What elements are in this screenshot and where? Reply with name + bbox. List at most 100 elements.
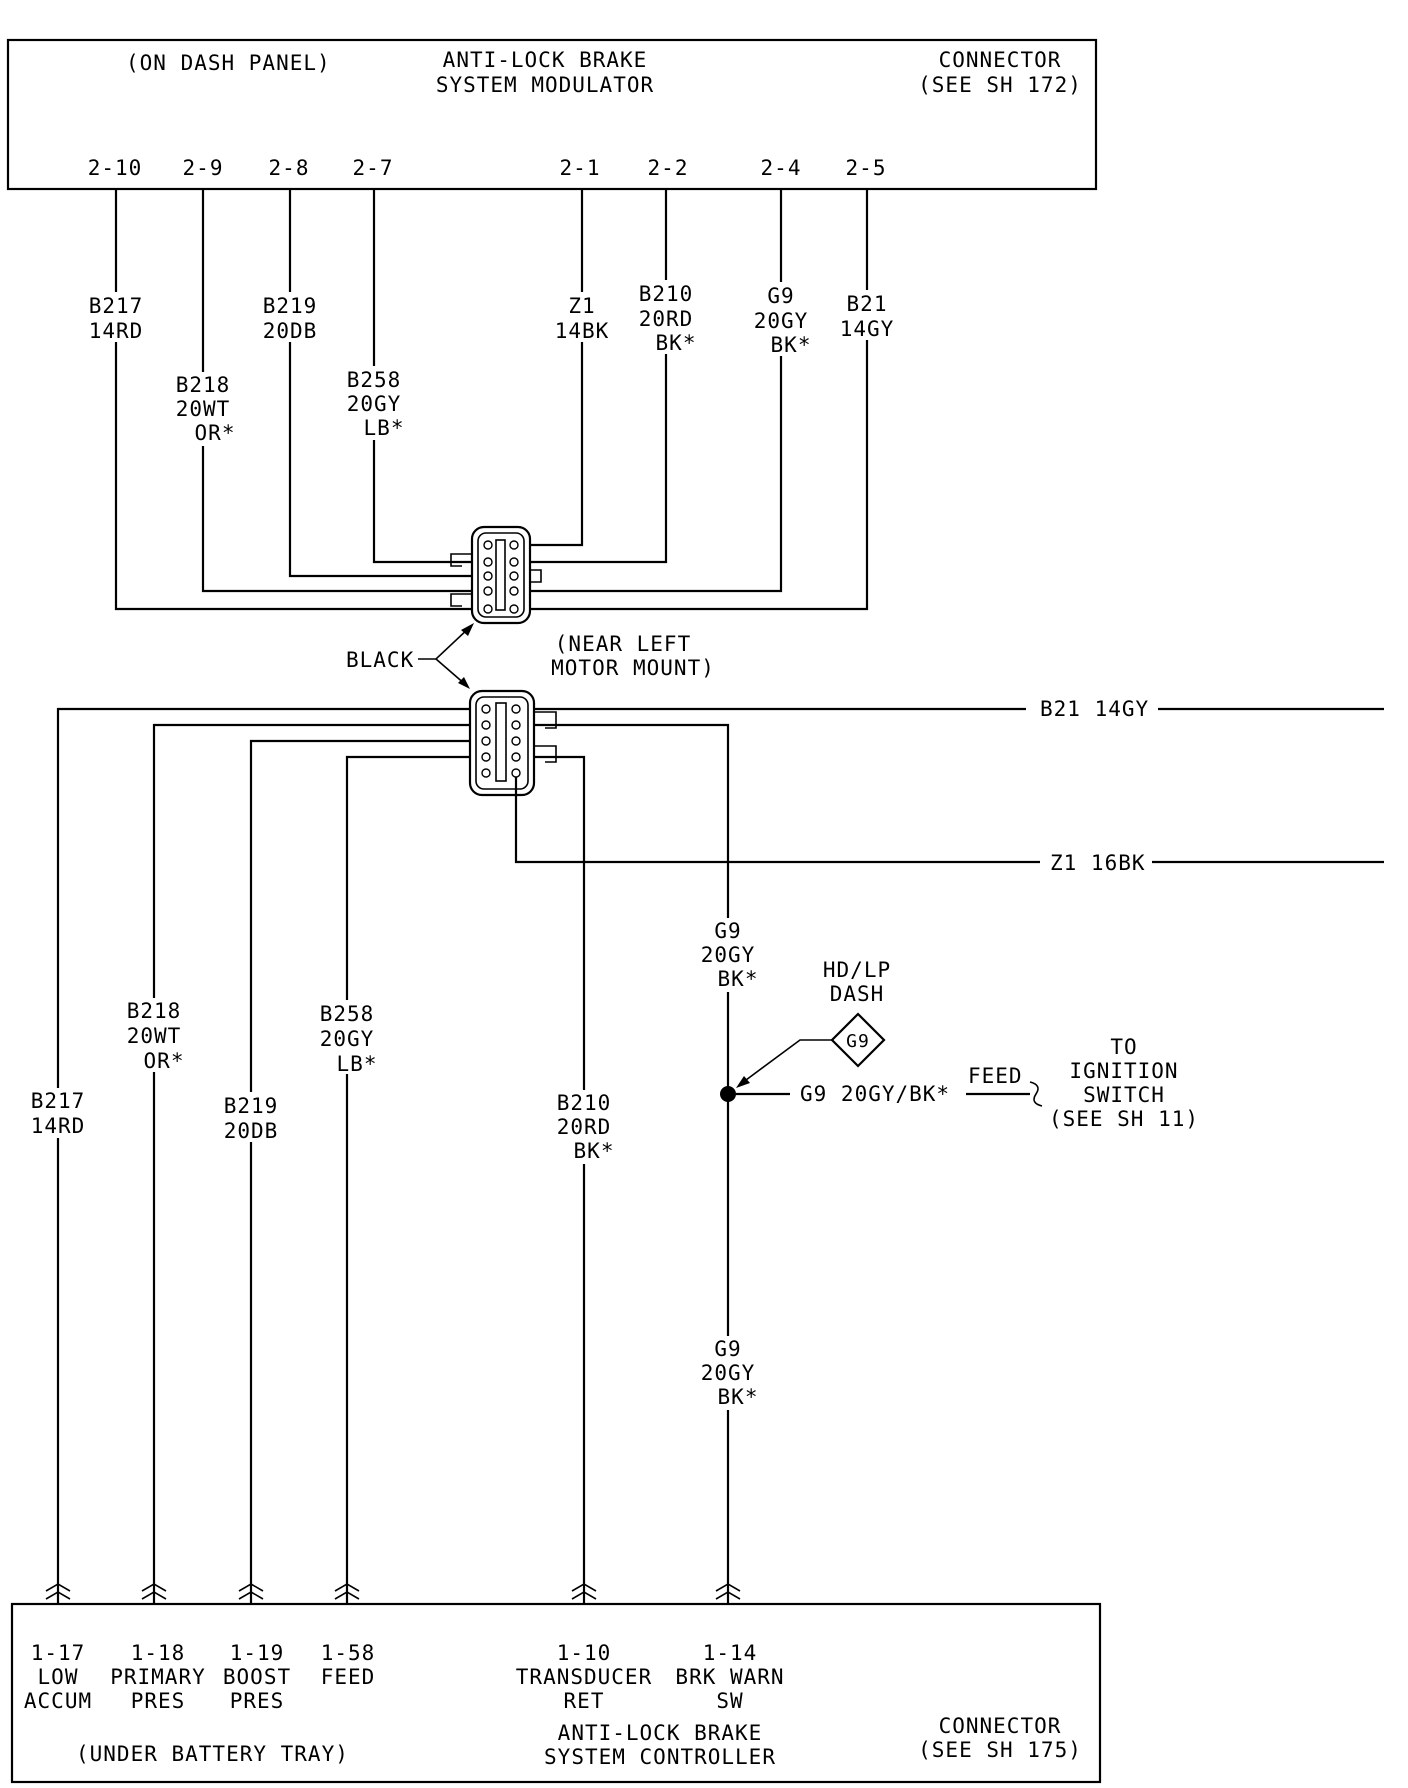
lw-b218-1: B218 <box>127 999 182 1023</box>
lw-g9-lower-2: 20GY <box>701 1361 756 1385</box>
uw-z1-1: Z1 <box>568 294 595 318</box>
uw-g9-2: 20GY <box>754 309 809 333</box>
connector-location-1: (NEAR LEFT <box>555 632 691 656</box>
controller-connector-1: CONNECTOR <box>939 1714 1062 1738</box>
ctrl-desc-1-10-b: RET <box>564 1689 605 1713</box>
pin-2-5: 2-5 <box>846 156 887 180</box>
ctrl-desc-1-18-b: PRES <box>131 1689 186 1713</box>
uw-b258-2: 20GY <box>347 392 402 416</box>
uw-b218-1: B218 <box>176 373 231 397</box>
uw-g9-3: BK* <box>771 333 812 357</box>
splice-wire-label: G9 20GY/BK* <box>800 1082 950 1106</box>
black-label-group: BLACK <box>346 623 474 689</box>
lw-b217-2: 14RD <box>31 1114 86 1138</box>
splice-label-2: DASH <box>830 982 885 1006</box>
feed-label: FEED <box>968 1064 1023 1088</box>
pin-2-4: 2-4 <box>761 156 802 180</box>
uw-b218-3: OR* <box>195 421 236 445</box>
modulator-title-2: SYSTEM MODULATOR <box>436 73 654 97</box>
connector-color-label: BLACK <box>346 648 414 672</box>
splice-g9: HD/LP DASH G9 G9 20GY/BK* FEED TO IGNITI… <box>720 958 1199 1131</box>
uw-b210-2: 20RD <box>639 307 694 331</box>
controller-title-2: SYSTEM CONTROLLER <box>544 1745 776 1769</box>
uw-b218-2: 20WT <box>176 397 231 421</box>
lw-g9-upper-1: G9 <box>714 919 741 943</box>
lw-b218-2: 20WT <box>127 1024 182 1048</box>
pin-2-10: 2-10 <box>88 156 143 180</box>
to-label-4: (SEE SH 11) <box>1049 1107 1199 1131</box>
connector-chevrons <box>45 1583 741 1600</box>
ctrl-desc-1-14-a: BRK WARN <box>675 1665 784 1689</box>
pin-2-1: 2-1 <box>560 156 601 180</box>
to-label-3: SWITCH <box>1083 1083 1165 1107</box>
lw-b258-3: LB* <box>337 1052 378 1076</box>
upper-connector <box>450 525 542 625</box>
pin-2-7: 2-7 <box>353 156 394 180</box>
pin-2-2: 2-2 <box>648 156 689 180</box>
uw-b217-1: B217 <box>89 294 144 318</box>
lw-b210-3: BK* <box>574 1139 615 1163</box>
controller-connector-2: (SEE SH 175) <box>918 1738 1082 1762</box>
splice-dot <box>720 1086 736 1102</box>
ctrl-pin-1-19: 1-19 <box>230 1641 285 1665</box>
controller-box: 1-17 LOW ACCUM 1-18 PRIMARY PRES 1-19 BO… <box>10 1602 1102 1784</box>
controller-location: (UNDER BATTERY TRAY) <box>76 1742 349 1766</box>
ctrl-desc-1-18-a: PRIMARY <box>110 1665 206 1689</box>
lw-g9-upper-2: 20GY <box>701 943 756 967</box>
lw-g9-lower-3: BK* <box>718 1385 759 1409</box>
ctrl-pin-1-14: 1-14 <box>703 1641 758 1665</box>
lw-b210-2: 20RD <box>557 1115 612 1139</box>
splice-id: G9 <box>846 1031 870 1052</box>
lw-g9-lower-1: G9 <box>714 1337 741 1361</box>
uw-b21-1: B21 <box>847 292 888 316</box>
lw-b210-1: B210 <box>557 1091 612 1115</box>
pin-2-9: 2-9 <box>183 156 224 180</box>
modulator-title-1: ANTI-LOCK BRAKE <box>443 48 648 72</box>
to-label-2: IGNITION <box>1069 1059 1178 1083</box>
uw-b217-2: 14RD <box>89 319 144 343</box>
uw-b258-3: LB* <box>364 416 405 440</box>
ctrl-desc-1-17-a: LOW <box>38 1665 79 1689</box>
connector-location-2: MOTOR MOUNT) <box>551 656 715 680</box>
ctrl-desc-1-10-a: TRANSDUCER <box>516 1665 652 1689</box>
uw-g9-1: G9 <box>767 284 794 308</box>
lw-b258-2: 20GY <box>320 1027 375 1051</box>
uw-b210-3: BK* <box>656 331 697 355</box>
lw-b218-3: OR* <box>144 1049 185 1073</box>
ctrl-desc-1-17-b: ACCUM <box>24 1689 92 1713</box>
lower-connector <box>468 689 557 797</box>
upper-wire-labels: B217 14RD B218 20WT OR* B219 20DB B258 2… <box>82 280 901 446</box>
lw-b219-1: B219 <box>224 1094 279 1118</box>
splice-label-1: HD/LP <box>823 958 891 982</box>
modulator-location: (ON DASH PANEL) <box>126 51 331 75</box>
lw-b258-1: B258 <box>320 1002 375 1026</box>
ctrl-desc-1-19-b: PRES <box>230 1689 285 1713</box>
lw-g9-upper-3: BK* <box>718 967 759 991</box>
modulator-box: (ON DASH PANEL) ANTI-LOCK BRAKE SYSTEM M… <box>6 38 1098 191</box>
ctrl-desc-1-14-b: SW <box>716 1689 743 1713</box>
ctrl-pin-1-58: 1-58 <box>321 1641 376 1665</box>
ctrl-desc-1-58-a: FEED <box>321 1665 376 1689</box>
to-label-1: TO <box>1110 1035 1137 1059</box>
modulator-connector-1: CONNECTOR <box>939 48 1062 72</box>
uw-b210-1: B210 <box>639 282 694 306</box>
ctrl-desc-1-19-a: BOOST <box>223 1665 291 1689</box>
uw-b258-1: B258 <box>347 368 402 392</box>
ctrl-pin-1-18: 1-18 <box>131 1641 186 1665</box>
ctrl-pin-1-10: 1-10 <box>557 1641 612 1665</box>
uw-b219-2: 20DB <box>263 319 318 343</box>
lower-wires <box>56 707 1384 1604</box>
pin-2-8: 2-8 <box>269 156 310 180</box>
lower-wire-labels: B217 14RD B218 20WT OR* B219 20DB B258 2… <box>24 918 762 1410</box>
side-wire-b21: B21 14GY <box>1040 697 1149 721</box>
uw-b219-1: B219 <box>263 294 318 318</box>
lw-b219-2: 20DB <box>224 1119 279 1143</box>
modulator-connector-2: (SEE SH 172) <box>918 73 1082 97</box>
uw-z1-2: 14BK <box>555 319 610 343</box>
side-wire-z1: Z1 16BK <box>1050 851 1146 875</box>
lw-b217-1: B217 <box>31 1089 86 1113</box>
controller-title-1: ANTI-LOCK BRAKE <box>558 1721 763 1745</box>
ctrl-pin-1-17: 1-17 <box>31 1641 86 1665</box>
uw-b21-2: 14GY <box>840 317 895 341</box>
